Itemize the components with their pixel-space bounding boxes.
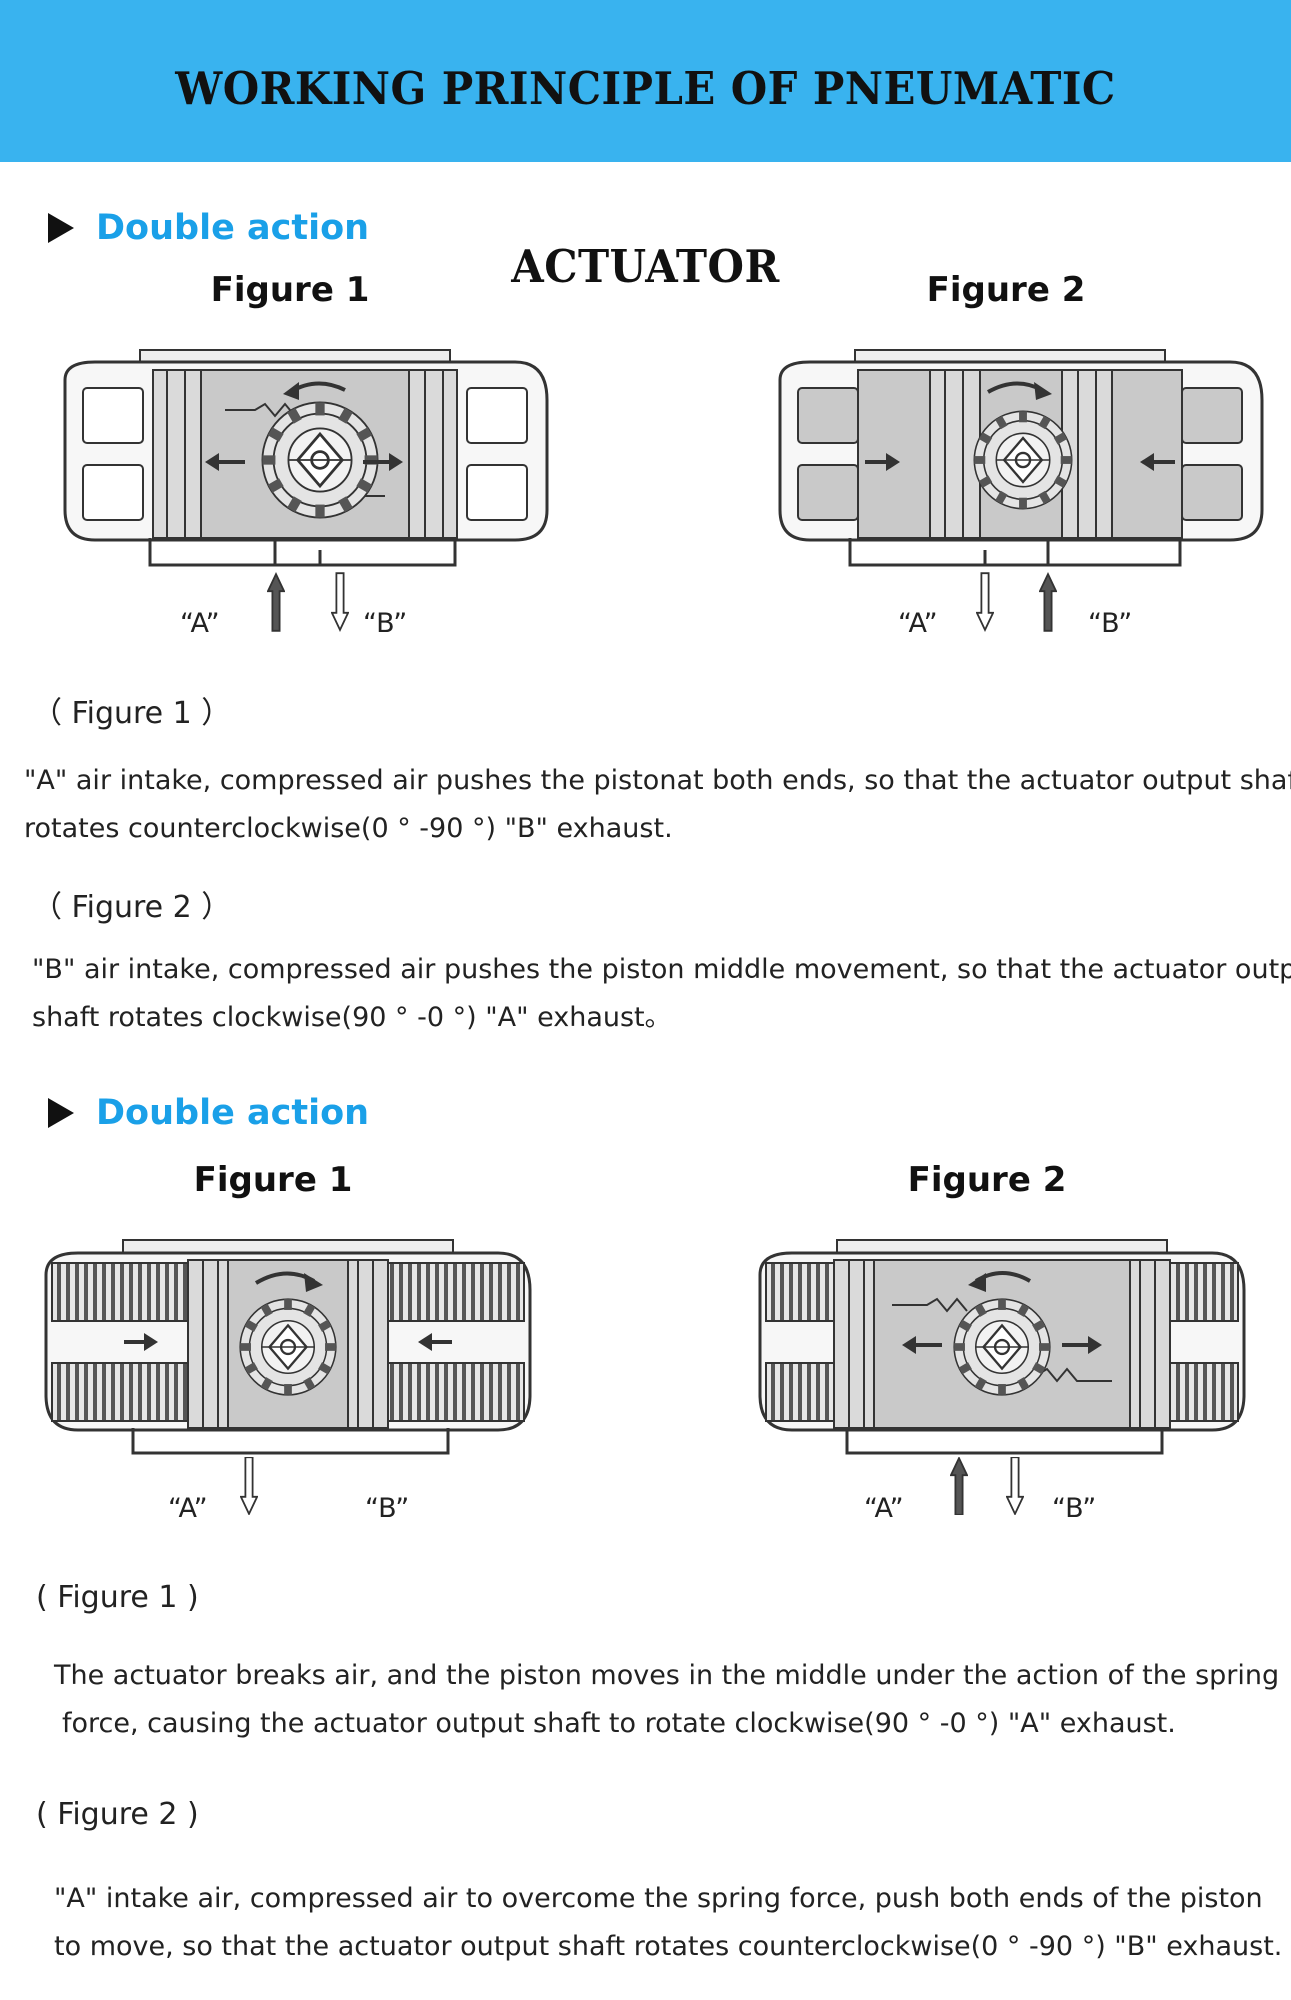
arrow-right-icon [1088,1336,1102,1354]
port-block [131,1428,450,1455]
description-line: to move, so that the actuator output sha… [54,1931,1283,1962]
piston-left [929,369,981,539]
port-b-label: “B” [1088,608,1132,639]
pinion-gear-icon [239,1298,337,1396]
figure-title: Figure 1 [193,1160,353,1200]
spring-icon [1169,1362,1239,1422]
arrow-right-icon [144,1333,158,1351]
piston-right [408,369,458,539]
description-text: The actuator breaks air, and the piston … [54,1652,1291,1748]
rack-upper [225,402,296,418]
port-a-label: “A” [898,608,938,639]
figure-title: Figure 2 [926,270,1086,310]
header-banner [0,0,1291,162]
exhaust-arrow-icon [1006,1457,1024,1515]
description-line: shaft rotates clockwise(90 ° -0 °) "A" e… [32,1002,672,1033]
spring-icon [765,1262,835,1322]
spring-icon [51,1262,203,1322]
description-caption: （ Figure 2 ） [32,890,232,925]
piston-left [187,1259,229,1429]
spring-icon [373,1262,525,1322]
description-line: "A" air intake, compressed air pushes th… [24,765,1291,796]
arrow-left-icon [1140,453,1154,471]
description-text: "B" air intake, compressed air pushes th… [32,946,1291,1042]
piston-right [1129,1259,1171,1429]
spring-icon [765,1362,835,1422]
air-in-arrow-icon [950,1457,968,1515]
arrow-right-icon [389,453,403,471]
port-block [148,538,457,567]
arrow-left-icon [418,1333,432,1351]
description-caption: ( Figure 1 ) [36,1580,199,1615]
triangle-bullet-icon [48,1098,74,1128]
port-a-label: “A” [180,608,220,639]
actuator-diagram-s2-fig1: “A” “B” [44,1239,532,1524]
exhaust-arrow-icon [240,1457,258,1515]
end-cap [82,387,144,444]
figure-title: Figure 2 [907,1160,1067,1200]
description-line: "A" intake air, compressed air to overco… [54,1883,1263,1914]
end-cap [466,464,528,521]
description-text: "A" air intake, compressed air pushes th… [24,757,1291,853]
port-block [845,1428,1164,1455]
port-a-label: “A” [168,1493,208,1524]
triangle-bullet-icon [48,213,74,243]
figure-title: Figure 1 [210,270,370,310]
page-title: WORKING PRINCIPLE OF PNEUMATIC ACTUATOR [175,62,1116,293]
air-in-arrow-icon [1039,573,1057,632]
description-line: "B" air intake, compressed air pushes th… [32,954,1291,985]
description-line: force, causing the actuator output shaft… [62,1708,1176,1739]
section-heading-1: Double action [48,203,369,253]
piston-right [347,1259,389,1429]
pinion-gear-icon [953,1298,1051,1396]
description-line: The actuator breaks air, and the piston … [54,1660,1280,1691]
section-title: Double action [96,1093,370,1133]
section-heading-2: Double action [48,1088,369,1138]
arrow-left-icon [205,453,219,471]
actuator-diagram-s1-fig1: “A” “B” [63,349,549,639]
pinion-gear-icon [261,401,379,519]
port-b-label: “B” [363,608,407,639]
end-cap [466,387,528,444]
arrow-left-icon [902,1336,916,1354]
end-cap [82,464,144,521]
description-line: rotates counterclockwise(0 ° -90 °) "B" … [24,813,673,844]
description-caption: （ Figure 1 ） [32,696,232,731]
exhaust-arrow-icon [976,572,994,631]
port-block [848,538,1182,567]
actuator-diagram-s2-fig2: “A” “B” [758,1239,1246,1524]
piston-left [152,369,202,539]
port-b-label: “B” [365,1493,409,1524]
actuator-diagram-s1-fig2: “A” “B” [778,349,1264,639]
description-caption: ( Figure 2 ) [36,1797,199,1832]
spring-icon [1169,1262,1239,1322]
air-in-arrow-icon [267,573,285,632]
port-a-label: “A” [864,1493,904,1524]
arrow-right-icon [886,453,900,471]
port-b-label: “B” [1052,1493,1096,1524]
exhaust-arrow-icon [331,572,349,631]
section-title: Double action [96,208,370,248]
description-text: "A" intake air, compressed air to overco… [54,1875,1291,1971]
pinion-gear-icon [973,410,1073,510]
piston-left [833,1259,875,1429]
spring-icon [51,1362,203,1422]
spring-icon [373,1362,525,1422]
